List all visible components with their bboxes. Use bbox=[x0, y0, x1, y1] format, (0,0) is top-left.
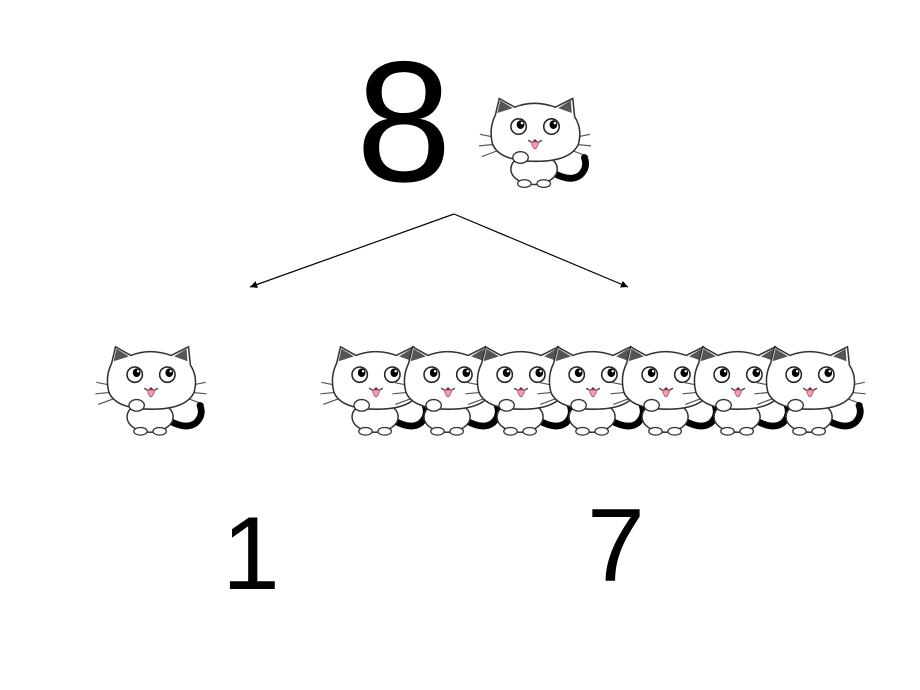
cat-icon bbox=[93, 342, 211, 438]
right-arrow bbox=[453, 213, 629, 288]
cat-icon bbox=[752, 342, 870, 438]
left-arrow bbox=[249, 213, 455, 288]
total-number: 8 bbox=[356, 26, 452, 218]
right-part-number: 7 bbox=[587, 488, 645, 604]
left-part-number: 1 bbox=[222, 496, 280, 612]
